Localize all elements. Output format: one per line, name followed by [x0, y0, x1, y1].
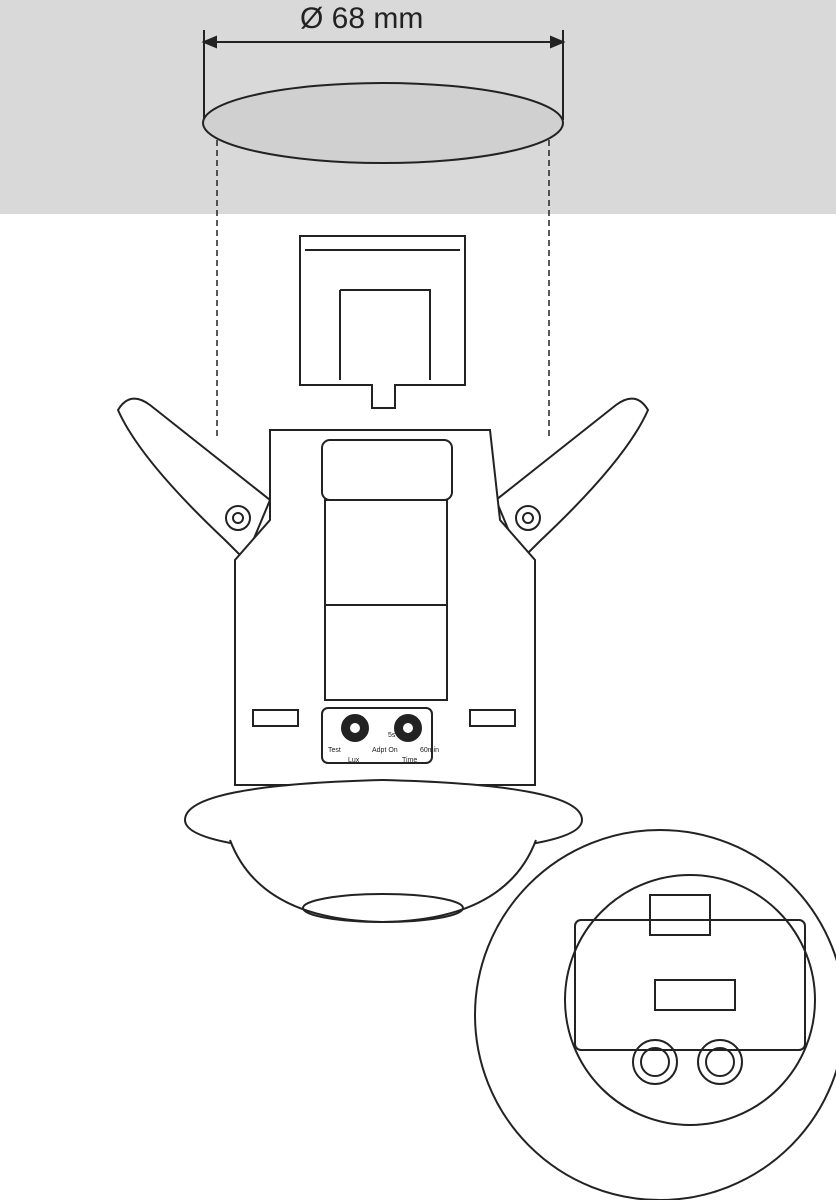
spring-clip-right	[494, 397, 650, 562]
cutout-hole	[202, 82, 564, 164]
lux-name-label: Lux	[348, 757, 360, 764]
cutout-diameter-label: Ø 68 mm	[300, 2, 424, 35]
lux-max-label: Adpt On	[372, 747, 398, 754]
dimension-line	[201, 30, 566, 120]
time-name-label: Time	[402, 757, 417, 764]
alignment-lines	[216, 140, 550, 440]
sensor-body	[234, 429, 536, 786]
time-min-label: 5s	[388, 732, 396, 739]
detail-inset	[474, 829, 836, 1200]
spring-clip-left	[116, 397, 272, 562]
time-max-label: 60min	[420, 747, 439, 754]
lux-min-label: Test	[328, 747, 341, 754]
sensor-flange	[183, 778, 584, 924]
terminal-cover	[299, 235, 466, 409]
lux-knob	[341, 714, 369, 742]
time-knob	[394, 714, 422, 742]
